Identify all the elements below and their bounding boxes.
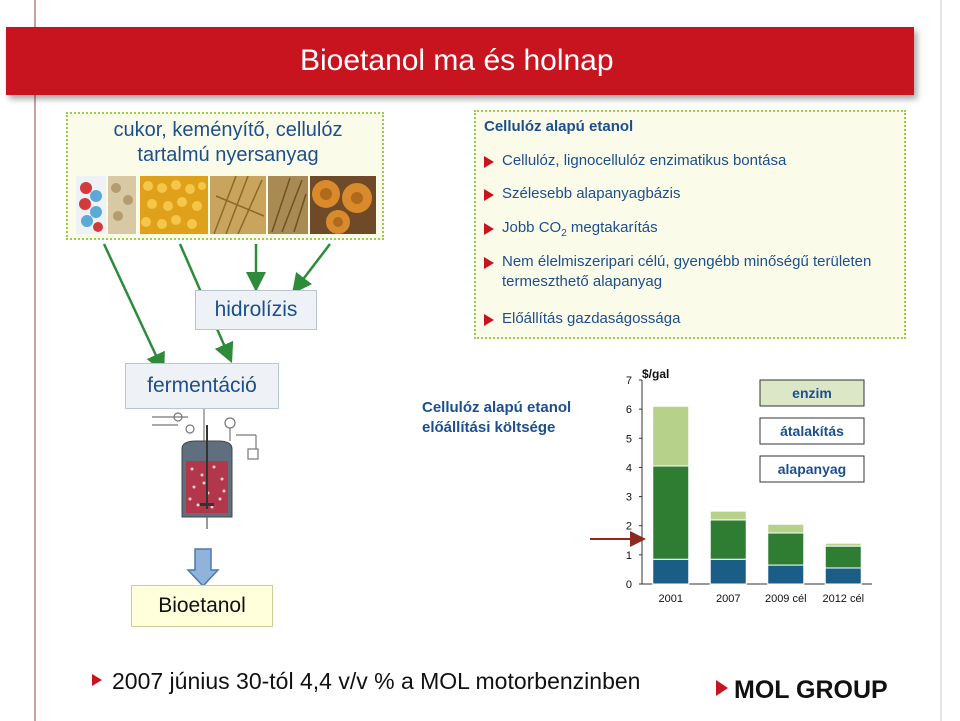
- x-category-label: 2012 cél: [822, 593, 864, 605]
- arrow-sugar: [102, 243, 165, 374]
- legend-box: [759, 417, 865, 445]
- bar-segment-enzim: [652, 405, 690, 467]
- hydrolysis-label: hidrolízis: [195, 290, 317, 330]
- bar-segment-átalakítás: [709, 519, 747, 560]
- bar-segment-átalakítás: [824, 545, 862, 569]
- legend-box: [759, 455, 865, 483]
- mol-logo-text: MOL GROUP: [734, 676, 888, 704]
- benefit-item-4: Nem élelmiszeripari célú, gyengébb minős…: [502, 253, 872, 290]
- y-tick-label: 3: [626, 492, 632, 504]
- bar-segment-átalakítás: [652, 465, 690, 560]
- y-tick-label: 0: [626, 579, 632, 591]
- footer-text: 2007 június 30-tól 4,4 v/v % a MOL motor…: [112, 668, 641, 694]
- y-tick-label: 2: [626, 521, 632, 533]
- bar-segment-enzim: [709, 510, 747, 521]
- benefit-item-5: Előállítás gazdaságossága: [502, 310, 681, 327]
- right-rule: [940, 0, 942, 721]
- benefit-item-2: Szélesebb alapanyagbázis: [502, 185, 681, 202]
- bar-segment-enzim: [767, 523, 805, 534]
- bar-segment-alapanyag: [824, 567, 862, 585]
- triangle-bullet-icon: [484, 257, 494, 269]
- x-category-label: 2001: [659, 593, 683, 605]
- bioethanol-label: Bioetanol: [131, 585, 273, 627]
- x-category-label: 2007: [716, 593, 740, 605]
- chart-ylabel: $/gal: [642, 367, 669, 381]
- benefit-item-1: Cellulóz, lignocellulóz enzimatikus bont…: [502, 152, 787, 169]
- triangle-bullet-icon: [484, 223, 494, 235]
- cost-label: Cellulóz alapú etanol előállítási költsé…: [422, 399, 572, 436]
- left-rule: [34, 0, 36, 721]
- bar-segment-alapanyag: [652, 558, 690, 585]
- feedstock-title: cukor, keményítő, cellulóz tartalmú nyer…: [113, 119, 343, 166]
- bar-segment-alapanyag: [709, 558, 747, 585]
- arrow-wood: [291, 243, 331, 294]
- y-tick-label: 1: [626, 550, 632, 562]
- legend-label: alapanyag: [778, 461, 846, 477]
- legend-label: enzim: [792, 385, 832, 401]
- triangle-bullet-icon: [484, 314, 494, 326]
- triangle-bullet-icon: [92, 674, 102, 686]
- legend-label: átalakítás: [780, 423, 844, 439]
- slide-title: Bioetanol ma és holnap: [300, 44, 614, 77]
- title-bar: [6, 27, 914, 95]
- fermentation-label: fermentáció: [125, 363, 279, 409]
- triangle-bullet-icon: [484, 189, 494, 201]
- benefits-heading: Cellulóz alapú etanol: [484, 118, 634, 135]
- bar-segment-enzim: [824, 542, 862, 547]
- y-tick-label: 4: [626, 462, 632, 474]
- bar-segment-alapanyag: [767, 564, 805, 585]
- benefits-box: [474, 110, 906, 339]
- feedstock-photo-icon: [76, 176, 376, 234]
- y-tick-label: 6: [626, 404, 632, 416]
- triangle-bullet-icon: [484, 156, 494, 168]
- bar-segment-átalakítás: [767, 532, 805, 566]
- benefit-item-3: Jobb CO2 megtakarítás: [502, 219, 658, 239]
- mol-logo-icon: MOL GROUP: [716, 676, 888, 704]
- fermenter-diagram-icon: [152, 409, 259, 529]
- y-tick-label: 7: [626, 375, 632, 387]
- y-tick-label: 5: [626, 433, 632, 445]
- legend-box: [759, 379, 865, 407]
- down-arrow-icon: [186, 548, 220, 588]
- x-category-label: 2009 cél: [765, 593, 807, 605]
